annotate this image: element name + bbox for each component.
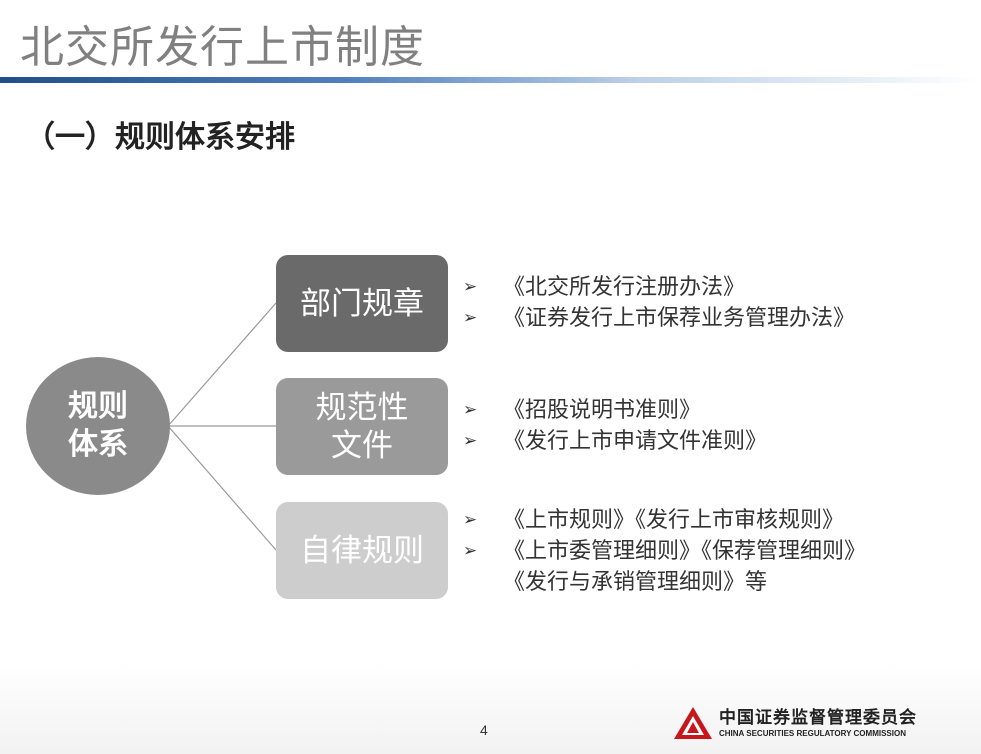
list-item: ➢ 《发行上市申请文件准则》 (463, 426, 767, 457)
branch-items-departmental-rules: ➢ 《北交所发行注册办法》 ➢ 《证券发行上市保荐业务管理办法》 (463, 272, 855, 334)
arrowhead-bullet-icon: ➢ (463, 431, 478, 451)
branch-items-normative-documents: ➢ 《招股说明书准则》 ➢ 《发行上市申请文件准则》 (463, 395, 767, 457)
org-name-cn: 中国证券监督管理委员会 (719, 707, 917, 728)
page-number: 4 (480, 722, 488, 738)
list-item-continuation: 《发行与承销管理细则》等 (463, 567, 866, 598)
list-item-text: 《北交所发行注册办法》 (503, 275, 746, 300)
branch-items-self-regulatory-rules: ➢ 《上市规则》《发行上市审核规则》 ➢ 《上市委管理细则》《保荐管理细则》 《… (463, 505, 866, 598)
org-name-en: CHINA SECURITIES REGULATORY COMMISSION (719, 728, 906, 738)
arrowhead-bullet-icon: ➢ (463, 400, 478, 420)
slide-title: 北交所发行上市制度 (20, 22, 425, 73)
branch-node-self-regulatory-rules: 自律规则 (276, 502, 448, 599)
connector-line-1 (167, 302, 277, 427)
list-item-text: 《发行上市申请文件准则》 (503, 429, 768, 454)
list-item: ➢ 《证券发行上市保荐业务管理办法》 (463, 303, 855, 334)
list-item: ➢ 《上市委管理细则》《保荐管理细则》 (463, 536, 866, 567)
branch-node-label-line2: 文件 (331, 427, 393, 464)
branch-node-label: 部门规章 (300, 285, 424, 322)
list-item-text: 《上市委管理细则》《保荐管理细则》 (503, 539, 867, 564)
root-node-label-line2: 体系 (68, 427, 128, 462)
list-item: ➢ 《北交所发行注册办法》 (463, 272, 855, 303)
arrowhead-bullet-icon: ➢ (463, 277, 478, 297)
root-node-label-line1: 规则 (68, 389, 128, 424)
list-item: ➢ 《招股说明书准则》 (463, 395, 767, 426)
list-item-text: 《招股说明书准则》 (503, 398, 702, 423)
connector-line-3 (167, 425, 277, 551)
title-underline (0, 77, 981, 83)
list-item: ➢ 《上市规则》《发行上市审核规则》 (463, 505, 866, 536)
arrowhead-bullet-icon: ➢ (463, 510, 478, 530)
logo-text: 中国证券监督管理委员会 CHINA SECURITIES REGULATORY … (719, 708, 917, 739)
branch-node-normative-documents: 规范性 文件 (276, 378, 448, 475)
branch-node-label: 自律规则 (300, 532, 424, 569)
root-node-rule-system: 规则 体系 (26, 357, 170, 495)
csrc-logo: 中国证券监督管理委员会 CHINA SECURITIES REGULATORY … (673, 706, 917, 740)
section-subtitle: （一）规则体系安排 (25, 120, 295, 155)
list-item-text: 《发行与承销管理细则》等 (503, 570, 768, 595)
arrowhead-bullet-icon: ➢ (463, 541, 478, 561)
list-item-text: 《证券发行上市保荐业务管理办法》 (503, 306, 856, 331)
branch-node-label-line1: 规范性 (315, 389, 409, 426)
arrowhead-bullet-icon: ➢ (463, 308, 478, 328)
list-item-text: 《上市规则》《发行上市审核规则》 (503, 508, 845, 533)
csrc-logo-icon (674, 707, 712, 739)
branch-node-departmental-rules: 部门规章 (276, 255, 448, 352)
